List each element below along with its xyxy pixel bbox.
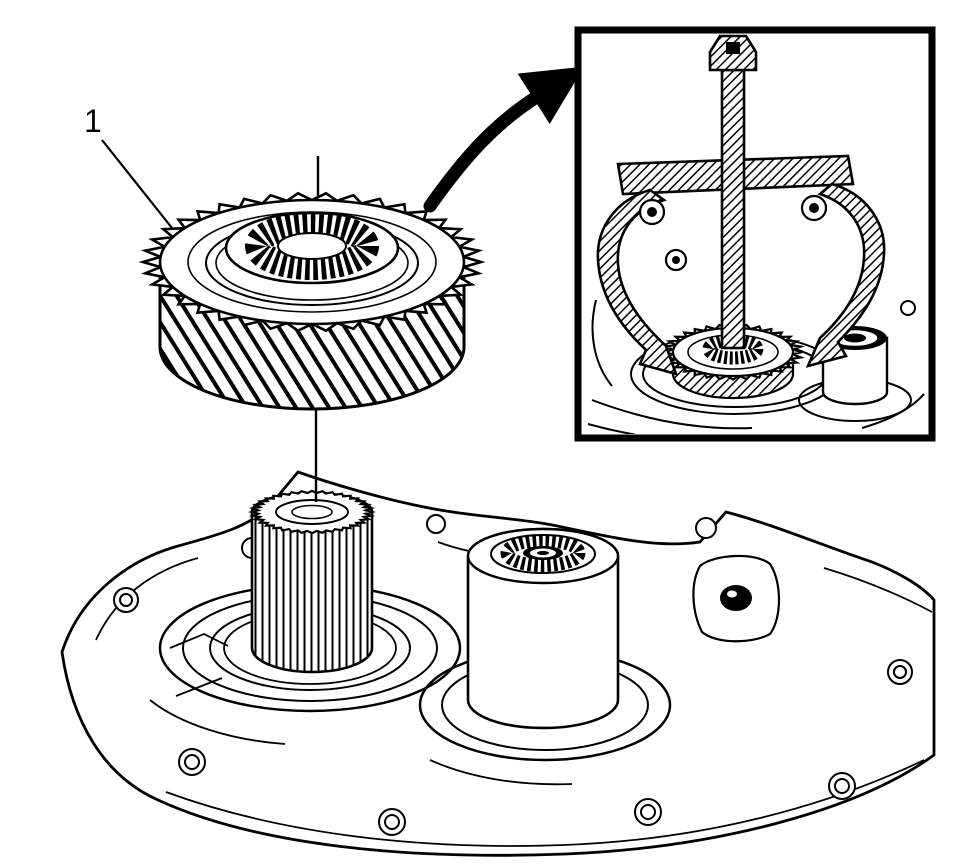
case-contour-line <box>169 633 229 649</box>
gear-hub-splines <box>245 212 379 280</box>
detail-inset <box>574 26 936 442</box>
case-contour-line <box>429 759 573 786</box>
case-contour-line <box>861 393 925 429</box>
puller-jaw-left <box>596 188 679 376</box>
case-contour-line <box>149 699 286 745</box>
shaft-top-face <box>275 499 349 525</box>
boss-plug-highlight <box>727 590 737 598</box>
inset-content <box>587 34 925 434</box>
bolt-holes <box>113 514 913 836</box>
case-contour-line <box>95 557 199 641</box>
case-contour-line <box>823 567 933 613</box>
case-contour-line <box>587 423 638 434</box>
callout-1-label: 1 <box>84 103 102 139</box>
callout-1-leader-line <box>101 139 173 229</box>
bolt-hole <box>640 804 656 820</box>
inset-gear-splines <box>702 333 764 365</box>
detail-arrow <box>423 66 585 213</box>
bolt-hole <box>184 754 200 770</box>
bolt-hole <box>426 514 446 534</box>
boss-pad <box>692 554 780 643</box>
sleeve-top-ring <box>490 534 596 574</box>
inset-gear <box>660 323 806 400</box>
puller-bolt-center <box>809 203 819 213</box>
puller-jaw-right <box>805 182 886 368</box>
puller-screw-socket <box>726 42 740 54</box>
case-contour-line <box>165 759 925 847</box>
bolt-hole <box>834 778 850 794</box>
case-contour-line <box>591 299 613 387</box>
right-splined-sleeve <box>466 527 620 730</box>
bolt-hole <box>695 517 717 539</box>
puller-bolt-center <box>672 256 680 264</box>
inset-frame <box>574 26 936 442</box>
case-contour-line <box>591 399 753 430</box>
shaft-top-ring <box>291 504 333 520</box>
seal-center-hole <box>844 333 866 343</box>
bolt-hole <box>900 300 916 316</box>
left-splined-shaft <box>247 489 377 674</box>
bolt-hole <box>384 814 400 830</box>
boss-plug <box>720 585 752 611</box>
gear-item-1 <box>138 191 486 411</box>
bolt-hole <box>893 665 907 679</box>
case-boss <box>692 554 780 643</box>
gear-hub-bore <box>277 232 347 260</box>
puller-bolt-center <box>647 207 657 217</box>
case-contour-line <box>175 677 223 697</box>
sleeve-center-dot <box>537 551 549 555</box>
sleeve-spline-ring <box>500 534 586 572</box>
puller-pivot-bolts <box>638 194 828 272</box>
bolt-hole <box>119 593 133 607</box>
puller-forcing-screw <box>720 68 746 350</box>
